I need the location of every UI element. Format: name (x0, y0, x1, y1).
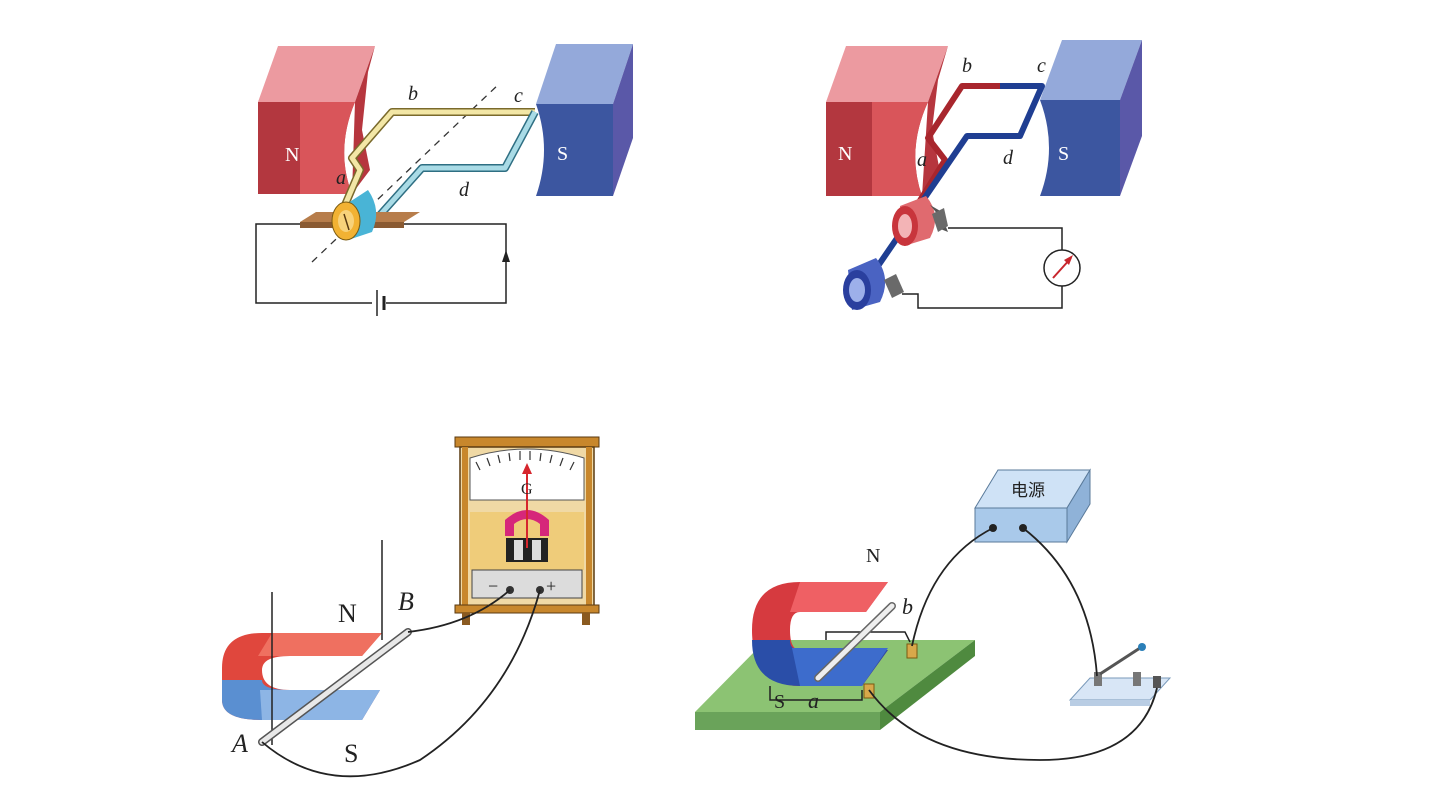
label-b: b (902, 594, 913, 619)
coil-side-cd (864, 83, 1045, 284)
label-B: B (398, 587, 414, 616)
label-a: a (917, 149, 927, 171)
label-d: d (459, 179, 470, 201)
label-b: b (408, 83, 418, 105)
wire-supply-to-switch (1022, 527, 1098, 677)
commutator (331, 190, 377, 241)
label-a: a (808, 688, 819, 713)
wire-rail-to-supply (911, 527, 994, 647)
galvanometer-scale (475, 451, 575, 471)
south-magnet: S (536, 44, 633, 196)
plus-terminal-label: + (546, 576, 556, 596)
u-magnet (222, 633, 382, 720)
coil-side-ab (342, 109, 535, 206)
circuit-wire-top (948, 227, 1063, 250)
rail-rod-diagram: 电源 (695, 468, 1172, 761)
wire-rail-to-switch (868, 687, 1158, 761)
circuit-wire-bottom (902, 286, 1063, 309)
slip-ring-red (892, 196, 948, 246)
generator-diagram: N S (826, 40, 1142, 310)
north-magnet: N (826, 46, 948, 196)
south-label: S (557, 143, 568, 165)
circuit-wire-right (386, 223, 507, 304)
coil-side-cd (378, 110, 538, 217)
wire-to-plus (261, 589, 541, 778)
label-d: d (1003, 147, 1014, 169)
induction-galvanometer-diagram: G − + N S A B (222, 436, 600, 778)
north-label: N (838, 143, 852, 165)
galvanometer-magnet (505, 510, 549, 536)
galvanometer-g-label: G (521, 481, 533, 498)
u-magnet (752, 582, 888, 686)
south-label: S (774, 691, 785, 713)
coil-side-ab (910, 83, 1000, 214)
minus-terminal-label: − (488, 576, 498, 596)
south-label: S (344, 739, 358, 768)
knife-switch (1068, 643, 1172, 706)
galvanometer: G − + (454, 436, 600, 625)
power-supply: 电源 (974, 468, 1091, 544)
slip-ring-blue (843, 258, 904, 310)
current-arrow (502, 250, 510, 262)
circuit-wire-left (255, 223, 372, 304)
south-label: S (1058, 143, 1069, 165)
motor-loop-diagram: N S b c (255, 44, 633, 316)
label-c: c (514, 85, 523, 107)
label-b: b (962, 55, 972, 77)
wire-to-minus (407, 589, 511, 633)
lower-rail (769, 686, 863, 701)
label-c: c (1037, 55, 1046, 77)
north-label: N (285, 144, 299, 166)
north-label: N (866, 545, 880, 567)
ammeter (1043, 249, 1081, 287)
label-A: A (230, 729, 248, 758)
label-a: a (336, 167, 346, 189)
north-magnet: N (258, 46, 375, 194)
north-label: N (338, 599, 357, 628)
south-magnet: S (1040, 40, 1142, 196)
power-supply-label: 电源 (1011, 481, 1045, 500)
